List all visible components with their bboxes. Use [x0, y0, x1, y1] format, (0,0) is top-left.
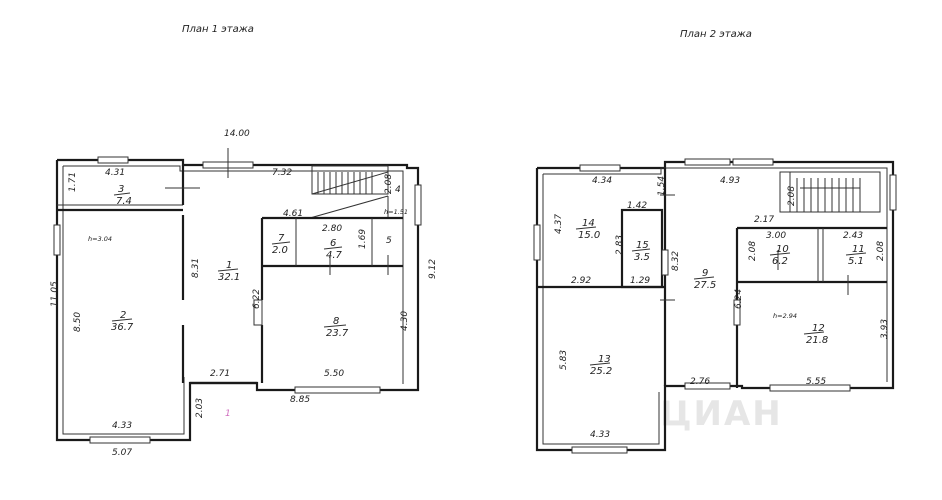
- svg-text:3.5: 3.5: [634, 252, 650, 263]
- f2-dim-393: 3.93: [880, 319, 890, 339]
- f1-room-8: 8 23.7: [323, 316, 349, 339]
- svg-text:12: 12: [812, 323, 825, 334]
- f2-dim-217: 2.17: [754, 215, 774, 225]
- f2-dim-434: 4.34: [592, 176, 612, 186]
- f1-dim-203: 2.03: [195, 398, 205, 418]
- f1-dim-461: 4.61: [283, 209, 303, 219]
- f2-dim-583: 5.83: [559, 350, 569, 370]
- f2-dim-832: 8.32: [671, 251, 681, 271]
- f1-room-2: 2 36.7: [111, 310, 134, 333]
- f1-dim-622: 6.22: [252, 289, 262, 309]
- svg-text:15: 15: [636, 240, 649, 251]
- f2-dim-208-a: 2.08: [748, 241, 758, 261]
- f1-dim-732: 7.32: [272, 168, 292, 178]
- f1-dim-433: 4.33: [112, 421, 132, 431]
- f2-height: h=2.94: [773, 312, 797, 320]
- f2-dim-142: 1.42: [627, 201, 647, 211]
- f1-dim-912: 9.12: [428, 259, 438, 279]
- f1-room-6: 6 4.7: [323, 238, 343, 261]
- floor1-plan: [53, 148, 422, 444]
- floor2-plan: [533, 158, 897, 454]
- f2-dim-493: 4.93: [720, 176, 740, 186]
- svg-text:7.4: 7.4: [116, 196, 132, 207]
- svg-text:3: 3: [118, 184, 124, 195]
- f2-dim-555: 5.55: [806, 377, 826, 387]
- f2-dim-154: 1.54: [657, 176, 667, 196]
- f1-dim-831: 8.31: [191, 258, 201, 278]
- svg-text:8: 8: [333, 316, 339, 327]
- svg-text:10: 10: [776, 244, 789, 255]
- floor2-title: План 2 этажа: [680, 29, 752, 40]
- f2-dim-624: 6.24: [734, 289, 744, 309]
- svg-text:4.7: 4.7: [326, 250, 343, 261]
- svg-text:27.5: 27.5: [694, 280, 716, 291]
- f2-dim-208-b: 2.08: [876, 241, 886, 261]
- f2-dim-433: 4.33: [590, 430, 610, 440]
- f1-dim-5: 5: [386, 236, 392, 246]
- f1-room-7: 7 2.0: [271, 233, 291, 256]
- watermark: ЦИАН: [660, 394, 783, 434]
- f1-pink-mark: 1: [225, 409, 231, 419]
- f2-dim-208-stair: 2.08: [787, 186, 797, 206]
- floor1-title: План 1 этажа: [182, 24, 254, 35]
- f1-dim-171: 1.71: [68, 172, 78, 192]
- f2-dim-283: 2.83: [615, 235, 625, 255]
- svg-text:21.8: 21.8: [806, 335, 828, 346]
- svg-text:5.1: 5.1: [848, 256, 864, 267]
- svg-text:23.7: 23.7: [326, 328, 349, 339]
- f1-dim-430: 4.30: [400, 311, 410, 331]
- f1-dim-271: 2.71: [210, 369, 230, 379]
- svg-text:14: 14: [582, 218, 595, 229]
- f2-room-14: 14 15.0: [575, 218, 600, 241]
- f1-dim-280: 2.80: [322, 224, 342, 234]
- svg-text:2: 2: [120, 310, 126, 321]
- f2-dim-437: 4.37: [554, 214, 564, 234]
- f2-room-15: 15 3.5: [631, 240, 651, 263]
- svg-text:1: 1: [226, 260, 232, 271]
- f1-room-1: 1 32.1: [217, 260, 240, 283]
- svg-text:7: 7: [278, 233, 285, 244]
- f2-dim-292: 2.92: [571, 276, 591, 286]
- f1-dim-885: 8.85: [290, 395, 310, 405]
- f2-dim-243: 2.43: [843, 231, 863, 241]
- svg-text:36.7: 36.7: [111, 322, 134, 333]
- svg-text:13: 13: [598, 354, 611, 365]
- svg-text:32.1: 32.1: [218, 272, 240, 283]
- f2-room-12: 12 21.8: [803, 323, 828, 346]
- f1-height: h=3.04: [88, 235, 112, 243]
- f2-room-9: 9 27.5: [693, 268, 716, 291]
- f1-dim-431: 4.31: [105, 168, 125, 178]
- svg-text:6: 6: [330, 238, 336, 249]
- f1-dim-169: 1.69: [358, 229, 368, 249]
- svg-text:9: 9: [702, 268, 708, 279]
- svg-text:11: 11: [852, 244, 865, 255]
- f2-dim-300: 3.00: [766, 231, 786, 241]
- f1-dim-top: 14.00: [224, 129, 250, 139]
- f1-dim-1105: 11.05: [50, 281, 60, 307]
- f1-dim-4: 4: [395, 185, 401, 195]
- f2-dim-276: 2.76: [690, 377, 710, 387]
- f1-dim-850: 8.50: [73, 312, 83, 332]
- f2-room-13: 13 25.2: [589, 354, 612, 377]
- svg-text:15.0: 15.0: [578, 230, 600, 241]
- f1-dim-550: 5.50: [324, 369, 344, 379]
- f1-dim-507: 5.07: [112, 448, 132, 458]
- f2-room-11: 11 5.1: [845, 244, 867, 267]
- f2-dim-129: 1.29: [630, 276, 650, 286]
- f1-dim-h151: h=1.51: [384, 208, 408, 216]
- f1-room-3: 3 7.4: [113, 184, 132, 207]
- svg-text:25.2: 25.2: [590, 366, 612, 377]
- svg-text:6.2: 6.2: [772, 256, 788, 267]
- f2-room-10: 10 6.2: [769, 244, 791, 267]
- svg-text:2.0: 2.0: [272, 245, 288, 256]
- f1-dim-208: 2.08: [384, 174, 394, 194]
